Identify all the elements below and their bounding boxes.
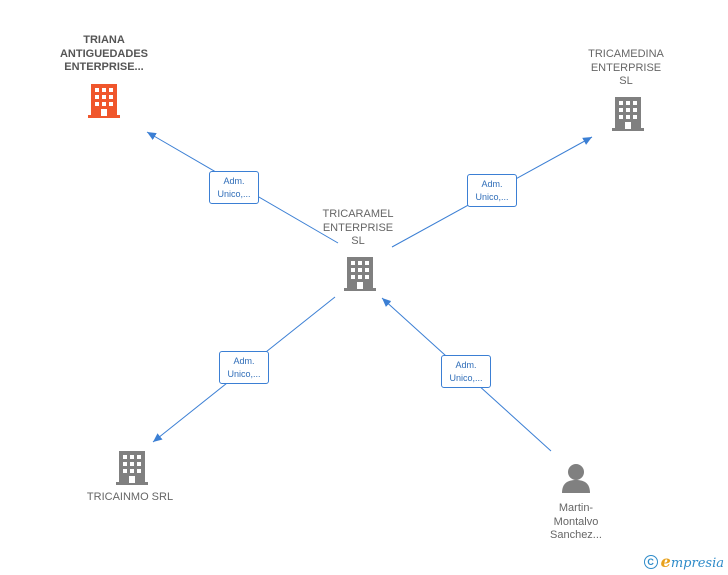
copyright-icon: C	[643, 554, 658, 569]
brand-logo[interactable]: empresia	[660, 552, 724, 571]
footer-brand: C empresia	[643, 552, 724, 571]
node-tricamedina-label[interactable]: TRICAMEDINA ENTERPRISE SL	[588, 48, 664, 87]
edge-label-to-tricamedina[interactable]: Adm. Unico,...	[467, 174, 517, 207]
building-icon[interactable]	[344, 257, 376, 291]
edge-label-to-triana[interactable]: Adm. Unico,...	[209, 171, 259, 204]
node-martin-label[interactable]: Martin- Montalvo Sanchez...	[550, 502, 602, 541]
edge-label-from-martin[interactable]: Adm. Unico,...	[441, 355, 491, 388]
person-icon[interactable]	[561, 463, 591, 493]
building-icon[interactable]	[116, 451, 148, 485]
node-tricaramel-label[interactable]: TRICARAMEL ENTERPRISE SL	[322, 208, 394, 247]
building-icon[interactable]	[612, 97, 644, 131]
node-tricainmo-label[interactable]: TRICAINMO SRL	[86, 491, 174, 503]
node-triana-label[interactable]: TRIANA ANTIGUEDADES ENTERPRISE...	[59, 34, 148, 73]
edge-label-to-tricainmo[interactable]: Adm. Unico,...	[219, 351, 269, 384]
building-icon[interactable]	[88, 84, 120, 118]
